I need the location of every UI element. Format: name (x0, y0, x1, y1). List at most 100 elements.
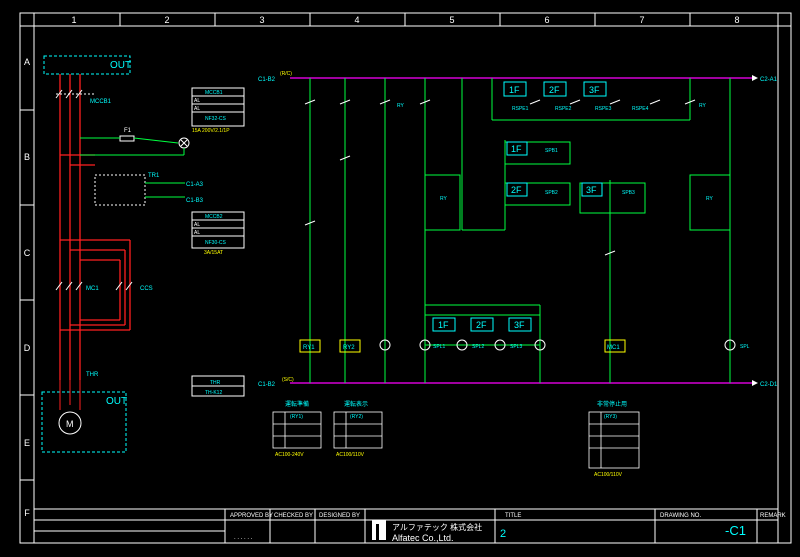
approved-by-label: APPROVED BY (230, 513, 273, 519)
column-label: 5 (449, 15, 454, 25)
sp-label: SPB2 (545, 190, 558, 196)
coil-label: RY (699, 103, 707, 109)
table-subtitle: (RY3) (604, 414, 617, 420)
column-label: 4 (354, 15, 359, 25)
floor-box (432, 317, 456, 332)
mccb2-spec: AL (194, 222, 200, 228)
lamp-symbol (379, 339, 391, 351)
fuse-label: F1 (124, 128, 132, 134)
mccb2-spec: NF30-CS (205, 240, 227, 246)
contact-tables (272, 411, 640, 469)
designed-by-label: DESIGNED BY (319, 513, 360, 519)
floor-box (503, 81, 527, 97)
floor-box (506, 141, 528, 156)
floor-box (543, 81, 567, 97)
motor-label: M (66, 419, 74, 429)
lamp-symbol (456, 339, 468, 351)
ref-c1-a3: C1-A3 (186, 182, 204, 188)
lamp-symbol (724, 339, 736, 351)
thr-spec: TH-K12 (205, 390, 222, 396)
lamp-symbol (419, 339, 431, 351)
company-name-jp: アルファテック 株式会社 (392, 522, 482, 532)
row-label: E (24, 438, 30, 448)
column-label: 1 (71, 15, 76, 25)
supply-out-label: OUT (110, 60, 131, 71)
ccs-label: CCS (140, 286, 153, 292)
motor-symbol (58, 411, 82, 435)
mccb2-spec: 3A/15AT (204, 250, 223, 256)
lamp-label: SPL2 (472, 344, 484, 350)
table-subtitle: (RY2) (350, 414, 363, 420)
checked-by-label: CHECKED BY (274, 513, 313, 519)
floor-box (508, 317, 532, 332)
row-label: F (24, 508, 30, 518)
drawing-no-value: -C1 (725, 523, 746, 538)
company-name-en: Alfatec Co.,Ltd. (392, 533, 454, 543)
thr-spec: THR (210, 380, 221, 386)
rsp-label: RSPE3 (595, 106, 612, 112)
relay-coil-box (689, 174, 731, 231)
lamp-symbol (494, 339, 506, 351)
floor-label: 2F (549, 85, 560, 95)
column-label: 8 (734, 15, 739, 25)
floor-group-box (579, 182, 646, 214)
mccb1-spec: AL (194, 106, 200, 112)
bus-top-ref-left: C1-B2 (258, 77, 276, 83)
floor-box (581, 182, 603, 197)
mc-coil-box (604, 339, 626, 353)
floor-group-box (504, 141, 571, 165)
title-value: 2 (500, 528, 506, 540)
relay-box (339, 339, 361, 353)
lamp-group-box (424, 314, 541, 346)
floor-label: 3F (589, 85, 600, 95)
floor-label: 2F (511, 185, 522, 195)
row-labels: A B C D E F (24, 57, 31, 518)
mccb2-spec-box (191, 211, 245, 249)
floor-label: 3F (586, 185, 597, 195)
remark-label: REMARK (760, 513, 786, 519)
lamp-label: SPL1 (433, 344, 445, 350)
rsp-label: RSPE2 (555, 106, 572, 112)
row-label: C (24, 248, 31, 258)
mccb2-spec: AL (194, 230, 200, 236)
mccb1-spec: AL (194, 98, 200, 104)
rsp-label: RSPE4 (632, 106, 649, 112)
thr-label: THR (86, 372, 99, 378)
floor-box (506, 182, 528, 197)
coil-label: RY (440, 196, 448, 202)
power-circuit: OUT MCCB1 MC1 CCS THR F1 (41, 55, 245, 453)
mc1-label: MC1 (86, 286, 99, 292)
mccb1-spec: MCCB1 (205, 90, 223, 96)
fuse-symbol (119, 135, 135, 142)
transformer-label: TR1 (148, 173, 160, 179)
column-labels: 1 2 3 4 5 6 7 8 (71, 15, 739, 25)
company-logo (372, 520, 386, 540)
floor-group-box (504, 182, 571, 206)
table-footnote: AC100/110V (594, 472, 623, 478)
relay-label: RY1 (303, 345, 315, 351)
ref-c1-b3: C1-B3 (186, 198, 204, 204)
table-footnote: AC100/110V (336, 452, 365, 458)
relay-box (299, 339, 321, 353)
floor-box (470, 317, 494, 332)
mccb1-spec: 15A 200V/2.1/1P (192, 128, 230, 134)
transformer-symbol (94, 174, 146, 206)
motor-out-box (41, 391, 127, 453)
column-label: 3 (259, 15, 264, 25)
drawing-frame (19, 12, 792, 544)
rsp-label: RSPE1 (512, 106, 529, 112)
mccb1-label: MCCB1 (90, 99, 112, 105)
supply-out-box (43, 55, 131, 75)
bus-bottom-ref-right: C2-D1 (760, 382, 778, 388)
coil-label: RY (397, 103, 405, 109)
table-footnote: AC100-240V (275, 452, 304, 458)
lamp-label: SPL (740, 344, 750, 350)
floor-label: 1F (438, 320, 449, 330)
mccb1-spec-box (191, 87, 245, 127)
floor-box (583, 81, 607, 97)
table-title: 運転表示 (344, 400, 368, 408)
mc-coil-label: MC1 (607, 345, 620, 351)
floor-label: 1F (509, 85, 520, 95)
title-label: TITLE (505, 513, 521, 519)
sp-label: SPB1 (545, 148, 558, 154)
